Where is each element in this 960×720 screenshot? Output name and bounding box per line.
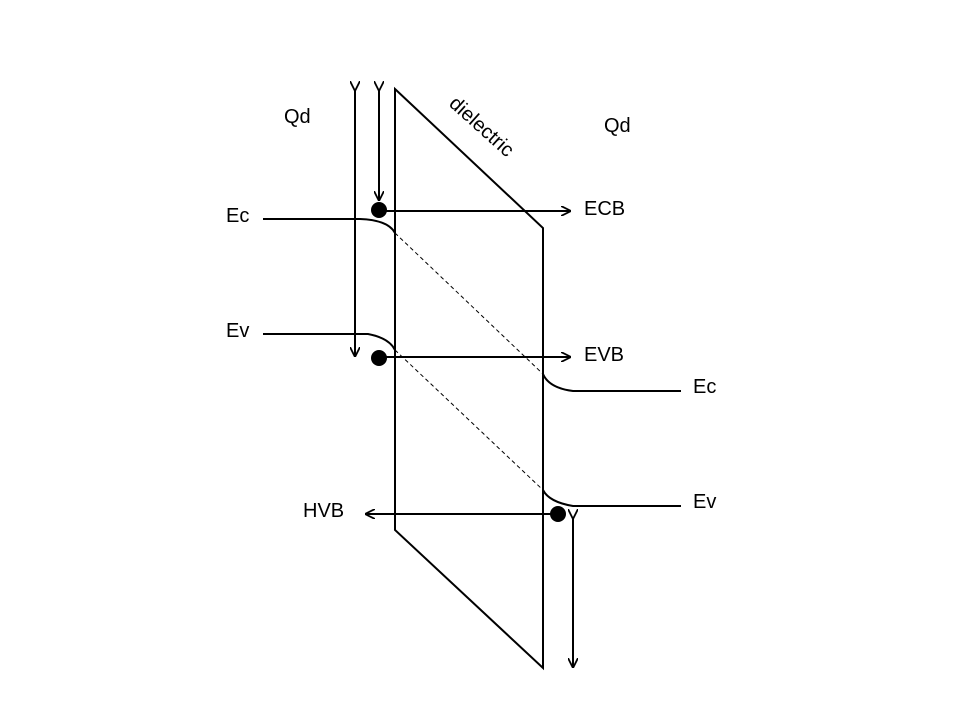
ev-left-label: Ev [226,320,249,342]
ev-right-label: Ev [693,491,716,513]
ec-right-band [542,373,681,392]
ec-right-label: Ec [693,376,716,398]
ev-left-band [263,333,396,351]
hvb-dot [550,506,566,522]
qd-left-label: Qd [284,106,311,128]
dielectric-label: dielectric [445,92,518,161]
evb-dot [371,350,387,366]
qd-right-label: Qd [604,115,631,137]
dielectric-outline [394,86,544,671]
evb-label: EVB [584,344,624,366]
ecb-dot [371,202,387,218]
ev-dashed-line [394,349,544,491]
ec-dashed-line [394,232,544,375]
ec-left-label: Ec [226,205,249,227]
hvb-label: HVB [303,500,344,522]
ecb-label: ECB [584,198,625,220]
ev-right-band [542,489,681,507]
ec-left-band [263,218,396,234]
